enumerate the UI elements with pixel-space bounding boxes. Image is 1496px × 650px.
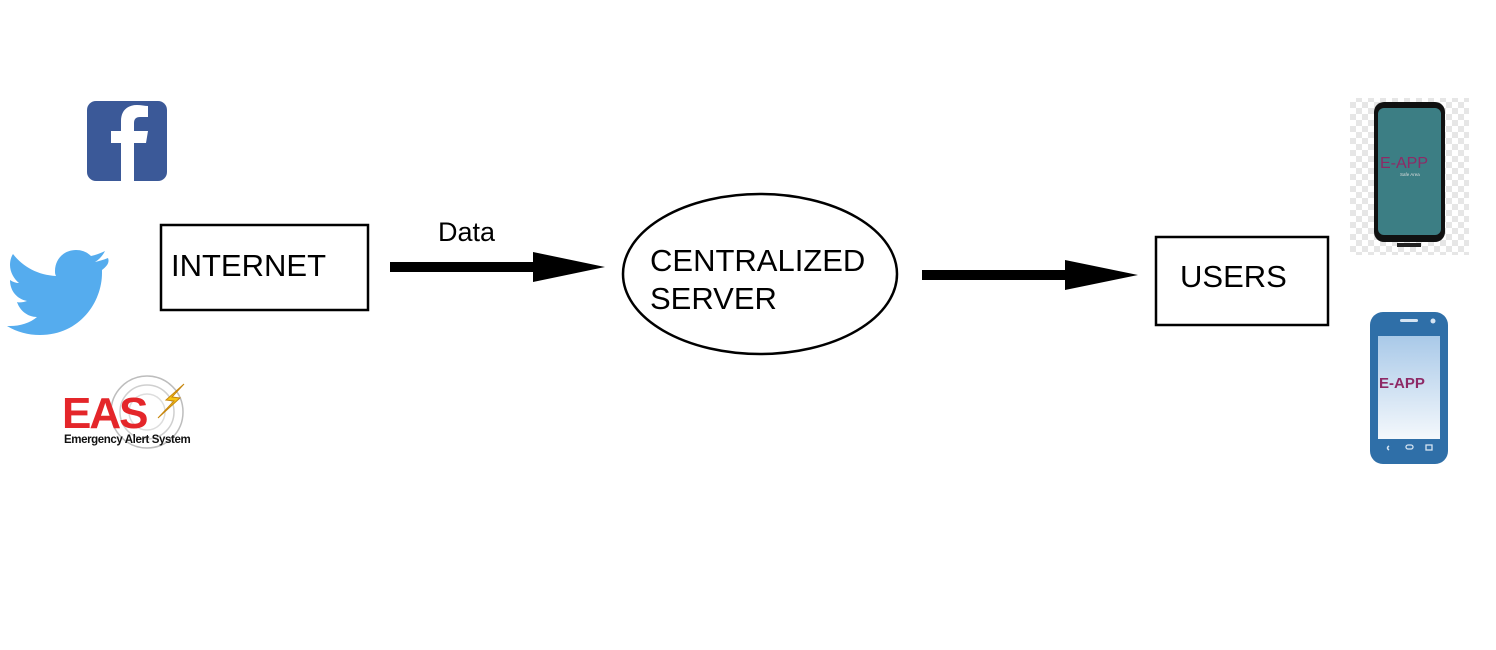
phone-one-caption: Safe Area [1400, 172, 1420, 177]
server-label-line1: CENTRALIZED [650, 243, 865, 278]
data-arrow [390, 252, 605, 282]
smartphone-two-icon: E-APP [1370, 312, 1448, 464]
users-node: USERS [1154, 235, 1330, 327]
smartphone-one-icon: E-APP Safe Area [1350, 98, 1469, 255]
facebook-icon [87, 101, 167, 181]
internet-label: INTERNET [171, 248, 326, 283]
server-label-line2: SERVER [650, 281, 777, 316]
eas-subtitle: Emergency Alert System [64, 434, 190, 446]
data-edge-label: Data [438, 217, 496, 247]
phone-two-app-name: E-APP [1379, 375, 1425, 392]
phone-one-app-name: E-APP [1380, 155, 1428, 172]
internet-node: INTERNET [159, 223, 370, 312]
eas-acronym: EAS [62, 389, 147, 438]
server-node: CENTRALIZED SERVER [621, 192, 899, 356]
eas-logo: EAS Emergency Alert System [62, 375, 191, 449]
users-label: USERS [1180, 259, 1287, 294]
twitter-icon [7, 250, 109, 335]
server-to-users-arrow [922, 260, 1138, 290]
